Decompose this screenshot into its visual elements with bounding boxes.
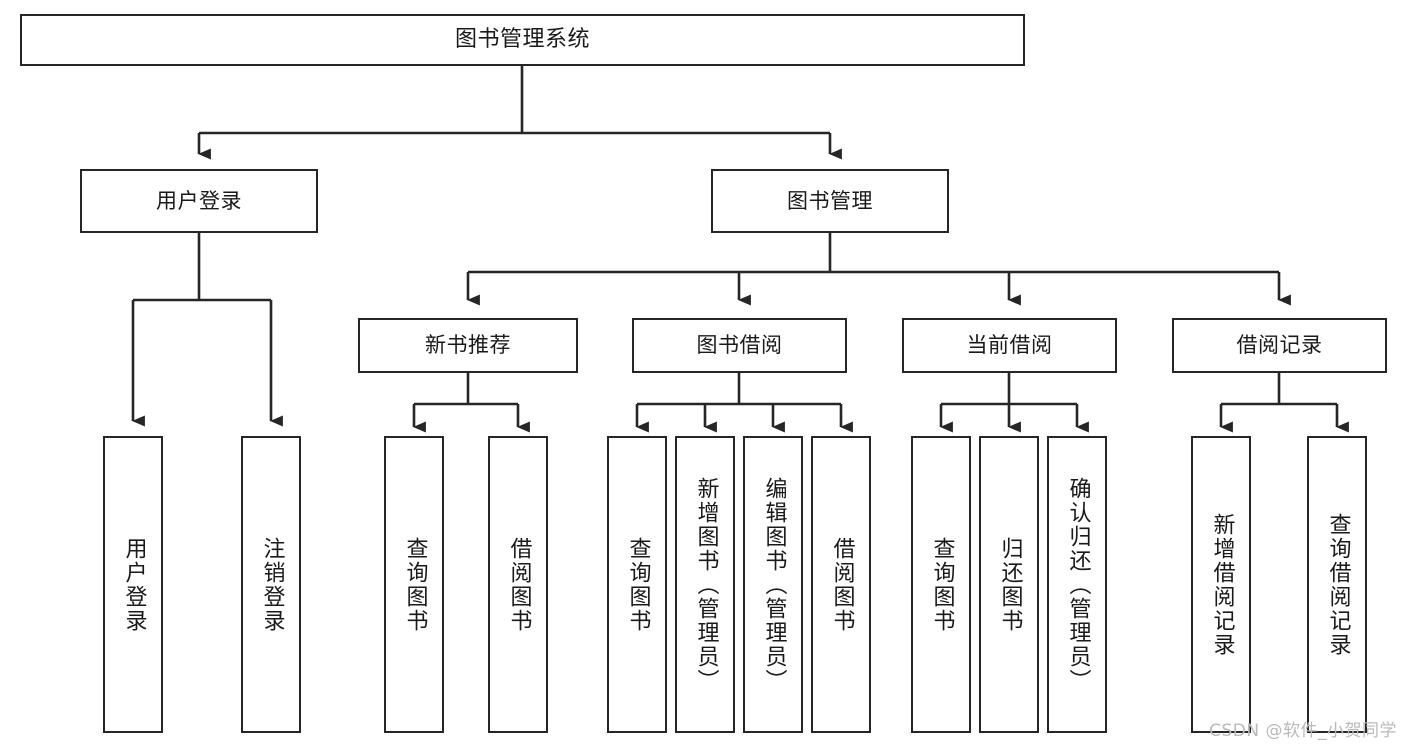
node-label: 借阅图书 (506, 536, 532, 633)
node-book-management[interactable]: 图书管理 (711, 169, 949, 233)
node-root-book-management-system[interactable]: 图书管理系统 (20, 14, 1025, 66)
node-label: 归还图书 (997, 536, 1023, 633)
node-label: 图书管理系统 (454, 27, 590, 53)
node-label: 用户登录 (156, 188, 242, 213)
node-label: 借阅记录 (1236, 333, 1323, 358)
node-label: 图书借阅 (696, 333, 783, 358)
node-label: 确认归还（管理员） (1065, 476, 1091, 693)
node-label: 查询图书 (402, 536, 428, 633)
node-label: 当前借阅 (966, 333, 1053, 358)
leaf-borrow-query-books[interactable]: 查询图书 (607, 436, 667, 733)
leaf-current-query-books[interactable]: 查询图书 (911, 436, 971, 733)
node-label: 注销登录 (259, 536, 285, 633)
node-borrow-records[interactable]: 借阅记录 (1172, 318, 1387, 373)
node-label: 新增图书（管理员） (693, 476, 719, 693)
node-label: 用户登录 (121, 536, 147, 633)
leaf-records-query-record[interactable]: 查询借阅记录 (1307, 436, 1367, 733)
node-label: 查询图书 (625, 536, 651, 633)
node-new-book-recommend[interactable]: 新书推荐 (358, 318, 578, 373)
leaf-logout[interactable]: 注销登录 (241, 436, 301, 733)
leaf-user-login[interactable]: 用户登录 (103, 436, 163, 733)
node-user-login[interactable]: 用户登录 (80, 169, 318, 233)
node-label: 图书管理 (787, 188, 873, 213)
node-label: 借阅图书 (829, 536, 855, 633)
node-label: 查询图书 (929, 536, 955, 633)
leaf-borrow-add-book-admin[interactable]: 新增图书（管理员） (675, 436, 735, 733)
node-label: 新书推荐 (425, 333, 511, 358)
node-label: 编辑图书（管理员） (761, 476, 787, 693)
csdn-watermark: CSDN @软件_小贺同学 (1209, 721, 1397, 741)
node-current-borrow[interactable]: 当前借阅 (902, 318, 1117, 373)
leaf-borrow-borrow-books[interactable]: 借阅图书 (811, 436, 871, 733)
leaf-newbook-borrow-books[interactable]: 借阅图书 (488, 436, 548, 733)
node-label: 新增借阅记录 (1209, 512, 1235, 657)
leaf-records-add-record[interactable]: 新增借阅记录 (1191, 436, 1251, 733)
leaf-current-return-books[interactable]: 归还图书 (979, 436, 1039, 733)
leaf-newbook-query-books[interactable]: 查询图书 (384, 436, 444, 733)
node-label: 查询借阅记录 (1325, 512, 1351, 657)
leaf-current-confirm-return-admin[interactable]: 确认归还（管理员） (1047, 436, 1107, 733)
node-book-borrow[interactable]: 图书借阅 (632, 318, 847, 373)
leaf-borrow-edit-book-admin[interactable]: 编辑图书（管理员） (743, 436, 803, 733)
